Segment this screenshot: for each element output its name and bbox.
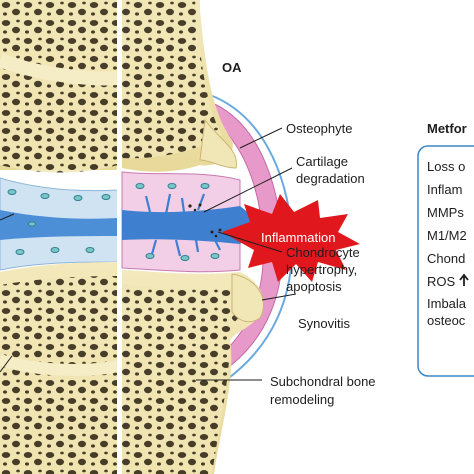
upper-bone-oa-trabecular xyxy=(122,0,222,159)
osteophyte-upper xyxy=(199,118,237,169)
label-chondrocyte-line3: apoptosis xyxy=(286,279,342,294)
label-cartilage-line1: Cartilage xyxy=(296,154,348,169)
upper-bone-left-cortex xyxy=(0,53,119,86)
leader-lines xyxy=(196,127,297,381)
upper-bone-left-trabecular xyxy=(0,0,118,173)
side-box-frame xyxy=(417,145,474,377)
side-item-1: Loss o xyxy=(427,159,465,174)
left-arrow-stub-2 xyxy=(0,355,13,373)
oa-joint xyxy=(121,0,294,474)
metformin-panel: Metfor Loss o Inflam MMPs M1/M2 Chond RO… xyxy=(417,121,474,377)
debris xyxy=(188,203,222,238)
side-item-6: ROS xyxy=(427,274,456,289)
side-item-7: Imbala xyxy=(427,296,467,311)
up-arrow-icon xyxy=(459,273,469,286)
left-arrow-stub xyxy=(0,213,15,221)
label-chondrocyte-line1: Chondrocyte xyxy=(286,245,360,260)
label-osteophyte: Osteophyte xyxy=(286,121,353,136)
label-cartilage-line2: degradation xyxy=(296,171,365,186)
joint-space-left xyxy=(0,210,118,240)
side-item-8: osteoc xyxy=(427,313,466,328)
side-item-3: MMPs xyxy=(427,205,464,220)
label-inflammation: Inflammation xyxy=(261,230,335,245)
osteophyte-lower xyxy=(231,273,264,323)
oa-title: OA xyxy=(222,60,242,75)
label-subchondral-line1: Subchondral bone xyxy=(270,374,376,389)
label-synovitis: Synovitis xyxy=(298,316,351,331)
side-item-2: Inflam xyxy=(427,182,462,197)
side-item-5: Chond xyxy=(427,251,465,266)
inflammation-burst xyxy=(222,194,360,282)
label-subchondral-line2: remodeling xyxy=(270,392,334,407)
cartilage-fissures xyxy=(144,193,221,257)
lower-bone-oa-trabecular xyxy=(122,285,244,474)
panel-divider xyxy=(117,0,121,474)
chondrocytes xyxy=(7,183,220,261)
side-box-title: Metfor xyxy=(427,121,467,136)
healthy-joint xyxy=(0,0,120,474)
side-item-4: M1/M2 xyxy=(427,228,467,243)
lower-bone-left-cortex xyxy=(0,354,120,376)
label-chondrocyte-line2: hypertrophy, xyxy=(286,262,357,277)
